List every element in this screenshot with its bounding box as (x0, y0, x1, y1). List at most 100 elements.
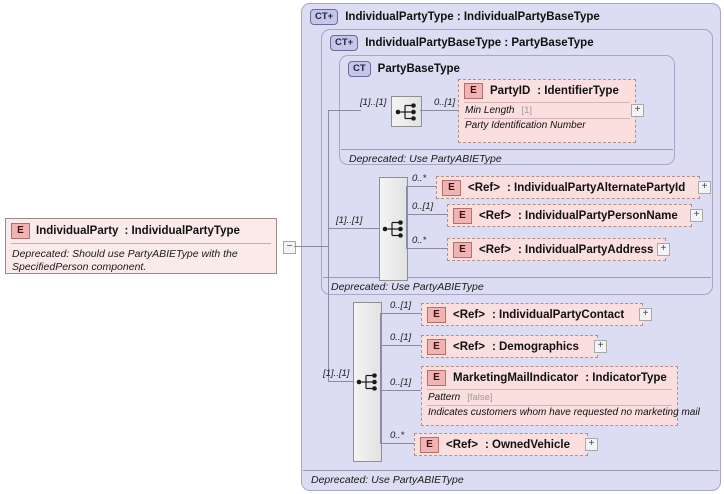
connector-to-compositor-partybase (328, 110, 361, 111)
ref-label-demographics: <Ref> (453, 341, 485, 353)
expand-toggle-partyid[interactable]: + (631, 104, 644, 117)
element-header-marketingmail: E MarketingMailIndicator : IndicatorType (422, 367, 677, 389)
deprecation-footer-partybasetype: Deprecated: Use PartyABIEType (341, 149, 673, 165)
element-name-individualparty: IndividualParty (36, 225, 119, 237)
element-divider-partyid (464, 102, 630, 103)
element-badge-icon-contact: E (427, 307, 446, 323)
ref-type-address: : IndividualPartyAddress (517, 244, 654, 256)
facet-minlength-partyid: Min Length[1] (465, 105, 533, 116)
element-badge-icon-alternatepartyid: E (442, 180, 461, 196)
element-header-alternatepartyid: E <Ref> : IndividualPartyAlternatePartyI… (437, 177, 699, 199)
cardinality-contact: 0..[1] (390, 300, 412, 311)
connector-to-compositor-individualparty (328, 381, 353, 382)
connector-to-demographics (380, 345, 421, 346)
ref-label-ownedvehicle: <Ref> (446, 439, 478, 451)
expand-toggle-alternatepartyid[interactable]: + (698, 181, 711, 194)
element-badge-icon-address: E (453, 242, 472, 258)
complextype-label-individualpartybasetype: IndividualPartyBaseType : PartyBaseType (365, 37, 594, 49)
collapse-toggle-individualparty[interactable]: − (283, 241, 296, 254)
ref-type-demographics: : Demographics (491, 341, 579, 353)
connector-to-address (406, 248, 447, 249)
connector-to-personname (406, 214, 447, 215)
sequence-icon-3 (356, 373, 377, 391)
element-divider-marketingmail (427, 389, 672, 390)
ref-type-personname: : IndividualPartyPersonName (517, 210, 678, 222)
facet-pattern-marketingmail: Pattern[false] (428, 392, 493, 403)
connector-to-alternatepartyid (406, 186, 436, 187)
complextype-plus-badge-icon-2[interactable]: CT+ (330, 35, 359, 51)
cardinality-compositor-basetype: [1]..[1] (336, 215, 363, 226)
element-header-personname: E <Ref> : IndividualPartyPersonName (448, 205, 691, 227)
complextype-badge-icon[interactable]: CT (348, 61, 371, 77)
element-header-address: E <Ref> : IndividualPartyAddress (448, 239, 665, 261)
sequence-compositor-individualparty[interactable] (353, 302, 382, 462)
element-badge-icon-demographics: E (427, 339, 446, 355)
element-box-ref-demographics[interactable]: E <Ref> : Demographics (421, 335, 598, 358)
facet-value-pattern: [false] (467, 392, 493, 403)
element-box-individualparty[interactable]: E IndividualParty : IndividualPartyType … (5, 218, 277, 274)
element-name-partyid: PartyID (490, 85, 531, 97)
element-box-marketingmailindicator[interactable]: E MarketingMailIndicator : IndicatorType… (421, 366, 700, 426)
connector-to-compositor-basetype (328, 228, 379, 229)
connector-main-trunk (328, 110, 329, 381)
connector-to-contact (380, 313, 421, 314)
sequence-icon-2 (382, 220, 403, 238)
cardinality-alternatepartyid: 0..* (412, 173, 427, 184)
element-type-partyid: : IdentifierType (537, 85, 619, 97)
element-documentation-partyid: Party Identification Number (465, 120, 586, 131)
element-badge-icon-ownedvehicle: E (420, 437, 439, 453)
complextype-plus-badge-icon[interactable]: CT+ (310, 9, 339, 25)
complextype-title-individualpartybasetype: CT+ IndividualPartyBaseType : PartyBaseT… (323, 31, 594, 51)
connector-root-horizontal (294, 246, 328, 247)
expand-toggle-personname[interactable]: + (690, 209, 703, 222)
cardinality-ownedvehicle: 0..* (390, 430, 405, 441)
element-divider-marketingmail-2 (427, 405, 672, 406)
complextype-title-individualpartytype: CT+ IndividualPartyType : IndividualPart… (303, 5, 600, 25)
element-divider-partyid-2 (464, 118, 630, 119)
complextype-title-partybasetype: CT PartyBaseType (341, 57, 460, 77)
ref-label-contact: <Ref> (453, 309, 485, 321)
expand-toggle-demographics[interactable]: + (594, 340, 607, 353)
cardinality-demographics: 0..[1] (390, 332, 412, 343)
element-divider (11, 243, 271, 244)
element-badge-icon: E (11, 223, 30, 239)
element-header-ownedvehicle: E <Ref> : OwnedVehicle (415, 434, 587, 456)
element-box-ref-address[interactable]: E <Ref> : IndividualPartyAddress (447, 238, 666, 261)
complextype-label-partybasetype: PartyBaseType (377, 63, 460, 75)
cardinality-compositor-partybase: [1]..[1] (360, 97, 387, 108)
deprecation-footer-outer: Deprecated: Use PartyABIEType (303, 470, 719, 486)
ref-type-ownedvehicle: : OwnedVehicle (484, 439, 570, 451)
cardinality-partyid: 0..[1] (434, 97, 456, 108)
connector-to-marketingmail (380, 390, 421, 391)
element-box-ref-ownedvehicle[interactable]: E <Ref> : OwnedVehicle (414, 433, 588, 456)
cardinality-address: 0..* (412, 235, 427, 246)
element-documentation-individualparty: Deprecated: Should use PartyABIEType wit… (12, 248, 238, 274)
element-badge-icon-partyid: E (464, 83, 483, 99)
ref-label-personname: <Ref> (479, 210, 511, 222)
element-box-partyid[interactable]: E PartyID : IdentifierType Min Length[1]… (458, 79, 636, 143)
element-box-ref-alternatepartyid[interactable]: E <Ref> : IndividualPartyAlternatePartyI… (436, 176, 700, 199)
element-box-ref-personname[interactable]: E <Ref> : IndividualPartyPersonName (447, 204, 692, 227)
complextype-label-individualpartytype: IndividualPartyType : IndividualPartyBas… (345, 11, 600, 23)
element-header-individualparty: E IndividualParty : IndividualPartyType (6, 219, 276, 243)
element-header-contact: E <Ref> : IndividualPartyContact (422, 304, 642, 326)
cardinality-compositor-individualparty: [1]..[1] (323, 368, 350, 379)
element-documentation-marketingmail: Indicates customers whom have requested … (428, 407, 700, 418)
ref-label-alternatepartyid: <Ref> (468, 182, 500, 194)
element-badge-icon-marketingmail: E (427, 370, 446, 386)
expand-toggle-address[interactable]: + (657, 243, 670, 256)
element-header-partyid: E PartyID : IdentifierType (459, 80, 635, 102)
element-type-individualparty: : IndividualPartyType (124, 225, 240, 237)
expand-toggle-ownedvehicle[interactable]: + (585, 438, 598, 451)
sequence-compositor-partybase[interactable] (391, 96, 422, 127)
deprecation-footer-basetype: Deprecated: Use PartyABIEType (323, 277, 711, 293)
cardinality-marketingmail: 0..[1] (390, 377, 412, 388)
connector-fanout-basetype (406, 186, 407, 248)
ref-type-contact: : IndividualPartyContact (491, 309, 625, 321)
expand-toggle-contact[interactable]: + (639, 308, 652, 321)
ref-label-address: <Ref> (479, 244, 511, 256)
element-type-marketingmail: : IndicatorType (585, 372, 667, 384)
element-box-ref-contact[interactable]: E <Ref> : IndividualPartyContact (421, 303, 643, 326)
sequence-compositor-basetype[interactable] (379, 177, 408, 281)
